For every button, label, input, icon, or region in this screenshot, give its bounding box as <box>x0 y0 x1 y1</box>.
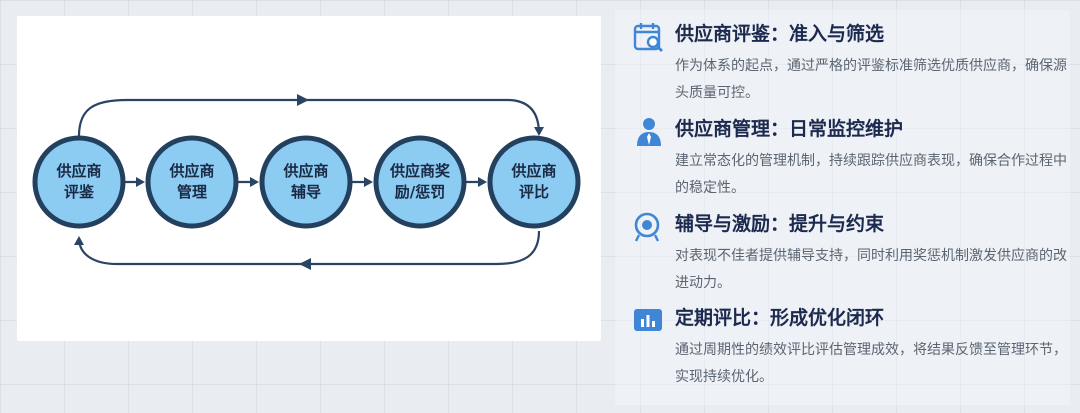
node-circle-comparison <box>487 135 581 229</box>
bottom-loop-arrow <box>74 230 541 266</box>
bottom-loop-midarrow <box>299 258 311 270</box>
node-circle-evaluation <box>32 135 126 229</box>
top-loop-arrow <box>77 98 544 137</box>
target-icon <box>633 211 665 243</box>
section-management: 供应商管理：日常监控维护 建立常态化的管理机制，持续跟踪供应商表现，确保合作过程… <box>633 114 1073 200</box>
section-title: 供应商管理：日常监控维护 <box>675 118 904 140</box>
section-description: 通过周期性的绩效评比评估管理成效，将结果反馈至管理环节，实现持续优化。 <box>675 342 1067 385</box>
node-circle-coaching <box>259 135 353 229</box>
top-loop-midarrow <box>297 94 309 106</box>
node-label-management: 供应商 管理 <box>169 162 215 201</box>
node-label-comparison: 供应商 评比 <box>511 162 557 201</box>
section-periodic-comparison: 定期评比：形成优化闭环 通过周期性的绩效评比评估管理成效，将结果反馈至管理环节，… <box>633 303 1073 389</box>
section-title: 供应商评鉴：准入与筛选 <box>675 23 885 45</box>
section-coaching-incentive: 辅导与激励：提升与约束 对表现不佳者提供辅导支持，同时利用奖惩机制激发供应商的改… <box>633 209 1073 295</box>
node-label-reward: 供应商奖 励/惩罚 <box>389 162 450 201</box>
process-diagram-graphic <box>32 94 581 270</box>
manager-person-icon <box>633 116 665 148</box>
explanation-panel <box>615 10 1070 405</box>
node-circle-reward <box>373 135 467 229</box>
section-title: 辅导与激励：提升与约束 <box>675 213 885 235</box>
node-circle-management <box>145 135 239 229</box>
section-description: 建立常态化的管理机制，持续跟踪供应商表现，确保合作过程中的稳定性。 <box>675 153 1067 196</box>
section-title: 定期评比：形成优化闭环 <box>675 307 885 329</box>
bar-chart-icon <box>633 305 665 337</box>
process-diagram: 供应商 评鉴 供应商 管理 供应商 辅导 供应商奖 励/惩罚 供应商 评比 <box>17 16 601 341</box>
section-description: 对表现不佳者提供辅导支持，同时利用奖惩机制激发供应商的改进动力。 <box>675 248 1067 291</box>
calendar-search-icon <box>633 21 665 53</box>
node-label-coaching: 供应商 辅导 <box>283 162 329 201</box>
section-description: 作为体系的起点，通过严格的评鉴标准筛选优质供应商，确保源头质量可控。 <box>675 58 1067 101</box>
node-label-evaluation: 供应商 评鉴 <box>56 162 102 201</box>
section-evaluation: 供应商评鉴：准入与筛选 作为体系的起点，通过严格的评鉴标准筛选优质供应商，确保源… <box>633 19 1073 105</box>
